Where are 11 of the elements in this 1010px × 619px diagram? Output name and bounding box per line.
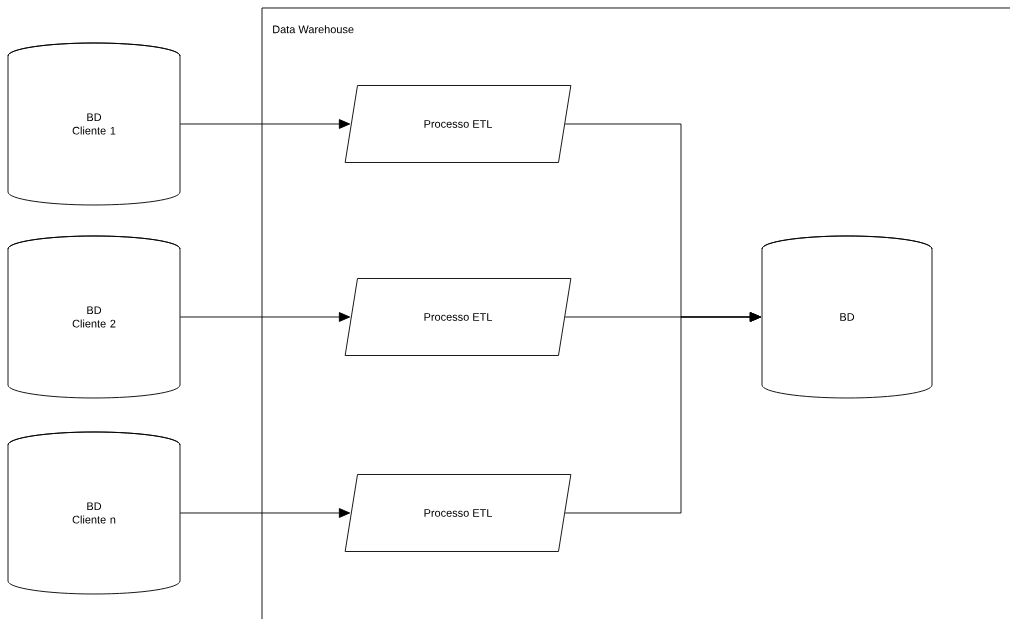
arrow <box>179 119 351 129</box>
process-parallelogram: Processo ETL <box>344 278 572 356</box>
process-parallelogram: Processo ETL <box>344 85 572 163</box>
arrow <box>179 312 351 322</box>
database-cylinder: BD Cliente n <box>7 431 181 595</box>
process-parallelogram: Processo ETL <box>344 474 572 552</box>
database-cylinder: BD <box>761 235 933 399</box>
database-cylinder: BD Cliente 2 <box>7 235 181 399</box>
arrow <box>564 312 762 514</box>
arrow <box>179 508 351 518</box>
database-cylinder: BD Cliente 1 <box>7 42 181 206</box>
